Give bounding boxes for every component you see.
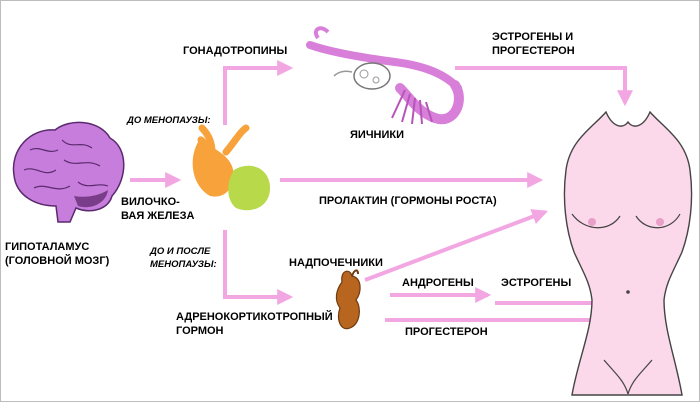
female-torso-icon xyxy=(563,110,693,396)
arrow-adrenals-up xyxy=(364,209,548,282)
label-before-after-menopause-line1: ДО И ПОСЛЕ xyxy=(150,246,211,257)
label-thymus-line2: ВАЯ ЖЕЛЕЗА xyxy=(121,210,195,222)
adrenal-gland-icon xyxy=(335,269,361,330)
label-adrenals: НАДПОЧЕЧНИКИ xyxy=(289,257,383,269)
thymus-icon xyxy=(192,124,270,211)
label-acth-line1: АДРЕНОКОРТИКОТРОПНЫЙ xyxy=(176,311,333,323)
label-before-after-menopause-line2: МЕНОПАУЗЫ: xyxy=(150,259,217,270)
label-estrogens-progesterone-line1: ЭСТРОГЕНЫ И xyxy=(492,31,574,43)
label-before-menopause: ДО МЕНОПАУЗЫ: xyxy=(127,115,211,126)
label-estrogens-progesterone-line2: ПРОГЕСТЕРОН xyxy=(492,45,575,57)
arrow-to-acth xyxy=(223,230,294,305)
label-prolactin: ПРОЛАКТИН (ГОРМОНЫ РОСТА) xyxy=(319,195,497,207)
ovaries-icon xyxy=(306,26,464,125)
brain-icon xyxy=(12,121,125,223)
label-estrogens: ЭСТРОГЕНЫ xyxy=(501,277,572,289)
arrow-estrogen-progesterone xyxy=(455,66,633,107)
label-gonadotropins: ГОНАДОТРОПИНЫ xyxy=(183,45,288,57)
arrow-to-gonadotropins xyxy=(223,60,294,125)
label-acth-line2: ГОРМОН xyxy=(176,325,224,337)
label-ovaries: ЯИЧНИКИ xyxy=(350,129,405,141)
label-hypothalamus-line1: ГИПОТАЛАМУС xyxy=(5,241,90,253)
label-androgens: АНДРОГЕНЫ xyxy=(402,277,474,289)
label-thymus-line1: ВИЛОЧКО- xyxy=(121,196,180,208)
label-hypothalamus-line2: (ГОЛОВНОЙ МОЗГ) xyxy=(5,255,110,267)
label-progesterone: ПРОГЕСТЕРОН xyxy=(405,326,488,338)
